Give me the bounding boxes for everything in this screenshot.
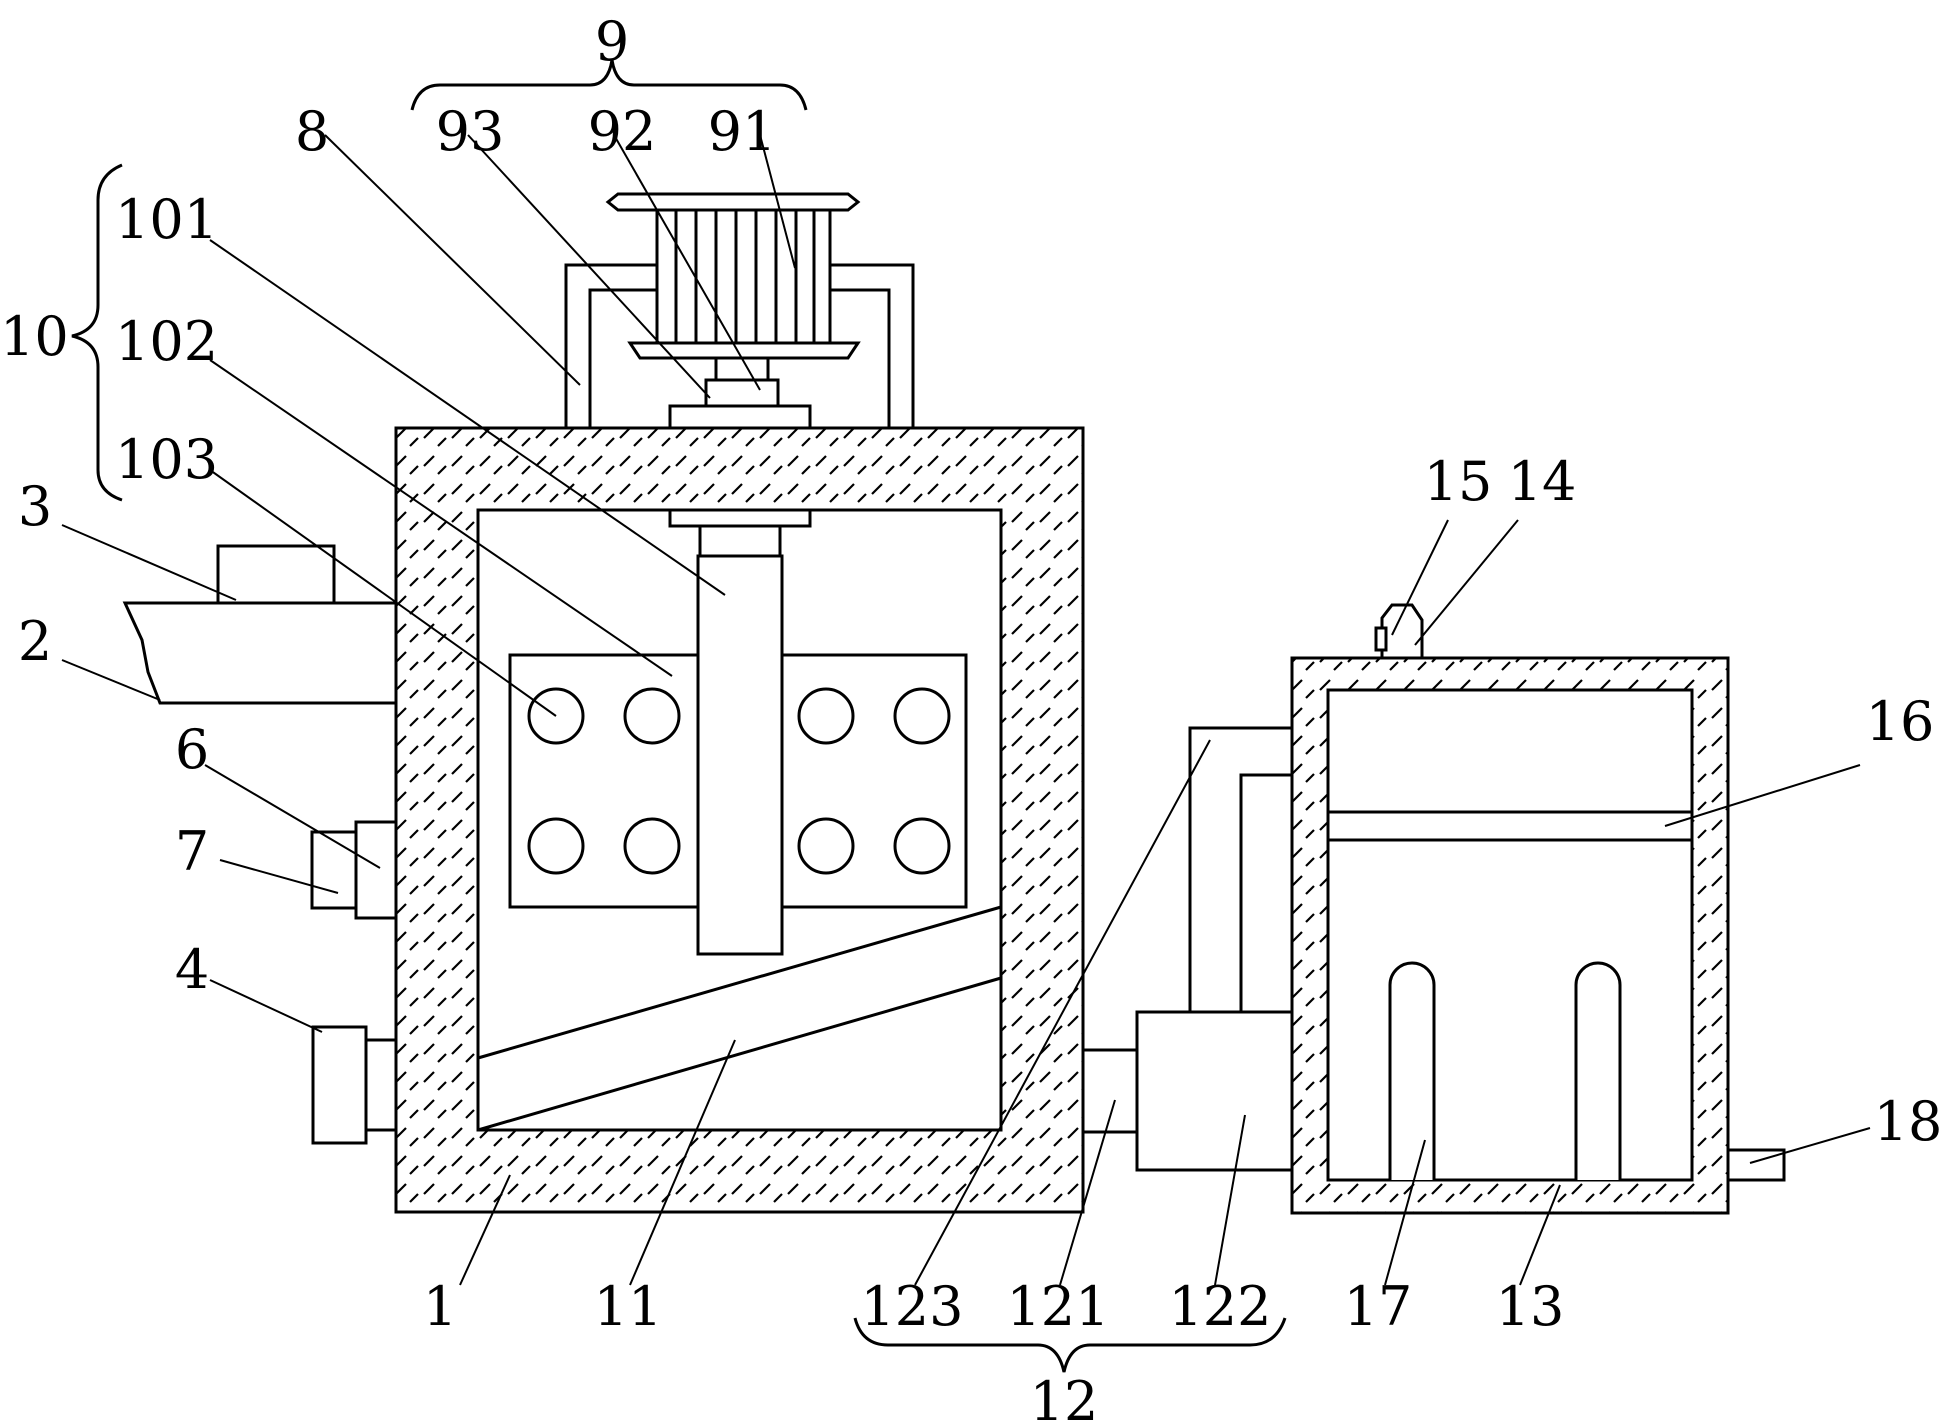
leader-lines <box>61 134 1871 1286</box>
label-11: 11 <box>594 1275 663 1338</box>
label-93: 93 <box>436 100 505 163</box>
label-9: 9 <box>595 10 629 73</box>
label-102: 102 <box>115 310 218 373</box>
top-frame <box>564 263 915 428</box>
label-122: 122 <box>1168 1275 1271 1338</box>
label-8: 8 <box>295 100 329 163</box>
inclined-plate <box>477 905 1002 1132</box>
label-7: 7 <box>175 820 209 883</box>
secondary-tank <box>1290 603 1786 1215</box>
label-92: 92 <box>588 100 657 163</box>
label-2: 2 <box>18 610 52 673</box>
label-3: 3 <box>18 475 52 538</box>
label-91: 91 <box>708 100 777 163</box>
brace-9 <box>410 59 808 111</box>
label-13: 13 <box>1496 1275 1565 1338</box>
label-101: 101 <box>115 188 218 251</box>
label-18: 18 <box>1874 1090 1943 1153</box>
label-1: 1 <box>423 1275 457 1338</box>
labels: 9 8 93 92 91 101 102 103 10 3 2 6 7 4 15… <box>0 10 1942 1427</box>
label-4: 4 <box>175 938 209 1001</box>
pump-assembly <box>1081 726 1294 1172</box>
outlet-6-7 <box>310 820 398 920</box>
motor <box>605 192 861 430</box>
label-16: 16 <box>1866 690 1935 753</box>
label-14: 14 <box>1508 450 1577 513</box>
label-17: 17 <box>1344 1275 1413 1338</box>
brace-10 <box>71 163 123 502</box>
label-15: 15 <box>1424 450 1493 513</box>
label-6: 6 <box>175 718 209 781</box>
label-121: 121 <box>1006 1275 1109 1338</box>
label-12: 12 <box>1030 1370 1099 1427</box>
label-123: 123 <box>860 1275 963 1338</box>
outlet-4 <box>311 1025 398 1145</box>
label-10: 10 <box>0 305 69 368</box>
feed-pipe <box>122 544 396 705</box>
label-103: 103 <box>115 428 218 491</box>
brace-12 <box>853 1317 1287 1373</box>
